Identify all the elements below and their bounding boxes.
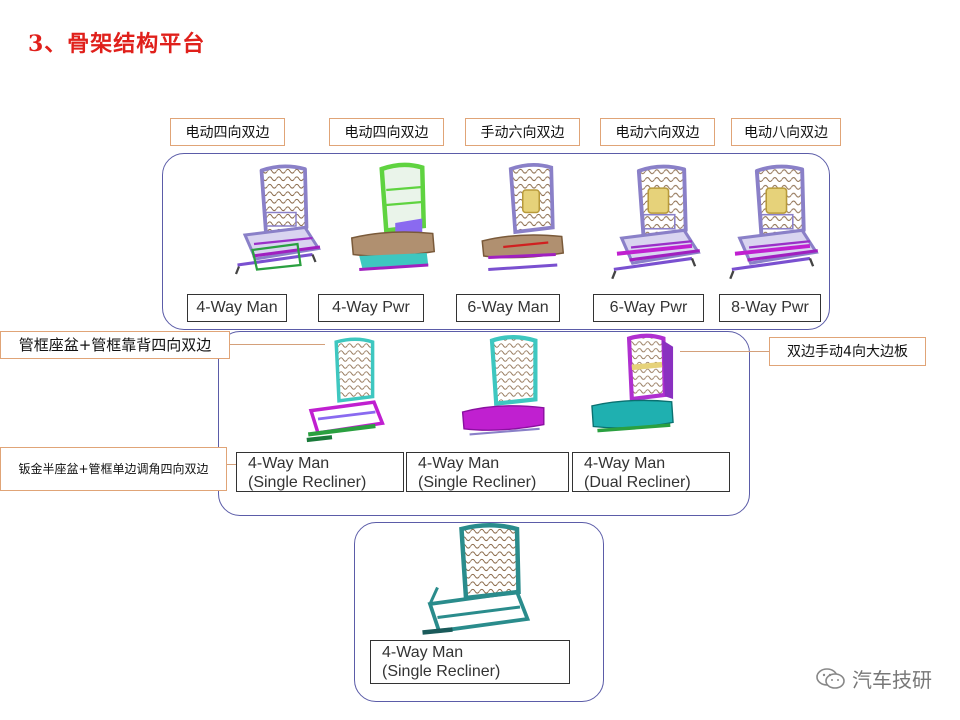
seat-image-4way-man (205, 160, 345, 280)
label-manual-6way: 手动六向双边 (465, 118, 580, 146)
variant-label-dual-recliner: 4-Way Man (Dual Recliner) (572, 452, 730, 492)
variant-label-8way-pwr: 8-Way Pwr (719, 294, 821, 322)
variant-label-line2: (Single Recliner) (248, 473, 403, 492)
variant-label-line1: 4-Way Man (382, 643, 569, 662)
seat-image-6way-man (462, 160, 582, 280)
label-sheet-metal-4way: 钣金半座盆+管框单边调角四向双边 (0, 447, 227, 491)
variant-label-line2: (Single Recliner) (418, 473, 568, 492)
seat-image-4way-pwr (333, 160, 453, 280)
variant-label-line2: (Single Recliner) (382, 662, 569, 681)
seat-image-6way-pwr (590, 160, 708, 285)
variant-label-teal-single-recliner: 4-Way Man (Single Recliner) (370, 640, 570, 684)
variant-label-6way-pwr: 6-Way Pwr (593, 294, 704, 322)
variant-label-single-recliner-2: 4-Way Man (Single Recliner) (406, 452, 569, 492)
variant-label-line1: 4-Way Man (584, 454, 729, 473)
variant-label-4way-man: 4-Way Man (187, 294, 287, 322)
watermark-text: 汽车技研 (852, 664, 932, 693)
label-electric-6way: 电动六向双边 (600, 118, 715, 146)
variant-label-4way-pwr: 4-Way Pwr (318, 294, 424, 322)
variant-label-6way-man: 6-Way Man (456, 294, 560, 322)
seat-image-dual-recliner (580, 333, 685, 443)
page-title: 3、骨架结构平台 (28, 26, 205, 58)
label-tube-frame-4way: 管框座盆+管框靠背四向双边 (0, 331, 230, 359)
seat-image-sheet-metal (445, 335, 560, 447)
variant-label-line2: (Dual Recliner) (584, 473, 729, 492)
label-dual-manual-4way: 双边手动4向大边板 (769, 337, 926, 366)
label-electric-8way: 电动八向双边 (731, 118, 841, 146)
leader-line-3 (680, 351, 770, 352)
variant-label-line1: 4-Way Man (418, 454, 568, 473)
wechat-icon (816, 667, 846, 691)
watermark: 汽车技研 (816, 664, 932, 693)
label-electric-4way-1: 电动四向双边 (170, 118, 285, 146)
seat-image-tube-frame (290, 335, 395, 447)
variant-label-single-recliner-1: 4-Way Man (Single Recliner) (236, 452, 404, 492)
seat-image-8way-pwr (712, 160, 822, 285)
variant-label-line1: 4-Way Man (248, 454, 403, 473)
seat-image-teal-frame (385, 520, 565, 640)
label-electric-4way-2: 电动四向双边 (329, 118, 444, 146)
